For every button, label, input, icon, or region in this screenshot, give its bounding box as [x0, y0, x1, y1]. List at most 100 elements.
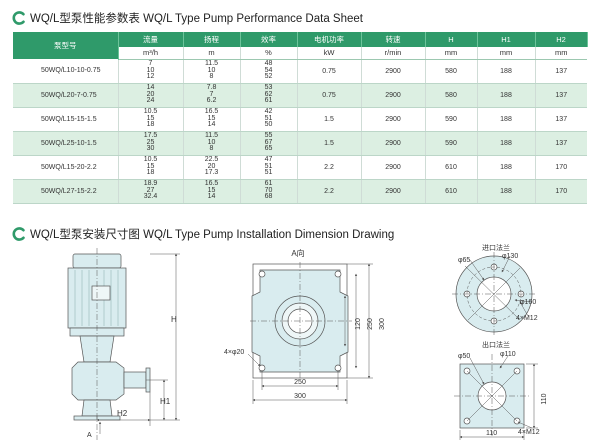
cell-h2: 137 [535, 131, 587, 156]
unit-h1: mm [477, 47, 536, 60]
table-header-row: 泵型号 流量 扬程 效率 电机功率 转速 H H1 H2 [13, 32, 588, 59]
cell-efficiency-value: 61 [264, 97, 273, 105]
cell-head-value: 14 [207, 121, 216, 129]
cell-flow-value: 15 [146, 114, 155, 122]
cell-h1: 188 [477, 59, 536, 84]
cell-efficiency-value: 55 [264, 132, 273, 140]
header-model: 泵型号 [13, 32, 119, 59]
cell-speed: 2900 [361, 83, 426, 108]
header-efficiency: 效率 [240, 32, 298, 47]
cell-flow-value: 10.5 [143, 156, 158, 164]
header-power: 电机功率 [297, 32, 362, 47]
unit-head: m [183, 47, 241, 60]
dim-250-horizontal: 250 [294, 379, 306, 386]
mount-holes-label: 4×φ20 [224, 349, 244, 356]
outlet-flange-title: 出口法兰 [482, 340, 510, 349]
cell-efficiency-value: 52 [264, 73, 273, 81]
cell-head-value: 11.5 [204, 132, 219, 140]
cell-model: 50WQ/L10-10-0.75 [13, 59, 119, 84]
cell-h: 580 [425, 83, 478, 108]
cell-power: 1.5 [297, 131, 362, 156]
cell-power: 2.2 [297, 179, 362, 204]
cell-power: 1.5 [297, 107, 362, 132]
cell-flow-value: 14 [146, 84, 155, 92]
cell-h1: 188 [477, 83, 536, 108]
cell-flow-value: 30 [146, 145, 155, 153]
outlet-square-vertical: 110 [541, 393, 548, 404]
motor-fins [74, 270, 119, 326]
unit-power: kW [297, 47, 362, 60]
cell-h: 610 [425, 155, 478, 180]
cell-h2: 137 [535, 83, 587, 108]
cell-flow-value: 7 [148, 60, 153, 68]
table-units-row: m³/h m % kW r/min mm mm mm [13, 47, 587, 60]
header-flow: 流量 [118, 32, 184, 47]
cell-head-value: 11.5 [204, 60, 219, 68]
cell-h2: 170 [535, 179, 587, 204]
plan-dimensions [247, 262, 373, 404]
cell-flow-value: 27 [146, 186, 155, 194]
inlet-d160: φ160 [520, 299, 536, 306]
cell-head-value: 7 [209, 90, 214, 98]
cell-h: 580 [425, 59, 478, 84]
cell-speed: 2900 [361, 107, 426, 132]
cell-head-value: 10 [207, 66, 216, 74]
cell-head-value: 10 [207, 138, 216, 146]
cell-h1: 188 [477, 107, 536, 132]
cell-head-value: 6.2 [206, 97, 217, 105]
cell-efficiency-value: 47 [264, 156, 273, 164]
pump-side-view [67, 253, 151, 421]
cell-efficiency-value: 51 [264, 114, 273, 122]
cell-flow-value: 12 [146, 73, 155, 81]
cell-h2: 170 [535, 155, 587, 180]
cell-model: 50WQ/L20-7-0.75 [13, 83, 119, 108]
cell-efficiency-value: 48 [264, 60, 273, 68]
mount-hole-icon [258, 270, 266, 278]
cell-efficiency-value: 65 [264, 145, 273, 153]
cell-h2: 137 [535, 59, 587, 84]
cell-power: 2.2 [297, 155, 362, 180]
cell-speed: 2900 [361, 131, 426, 156]
c-arc-icon [12, 11, 25, 25]
outlet-d50: φ50 [458, 353, 470, 360]
dim-300-horizontal: 300 [294, 393, 306, 400]
cell-efficiency-value: 51 [264, 169, 273, 177]
outlet-d110: φ110 [500, 351, 516, 358]
inlet-flange-title: 进口法兰 [482, 244, 510, 252]
cell-head-value: 14 [207, 193, 216, 201]
cell-flow-value: 32.4 [143, 193, 158, 201]
cell-head-value: 15 [207, 186, 216, 194]
mount-hole-icon [334, 270, 342, 278]
view-a-label: A [87, 432, 92, 439]
terminal-box [91, 285, 111, 301]
cell-speed: 2900 [361, 155, 426, 180]
inlet-bolts: 4×M12 [516, 315, 538, 322]
outlet-dimensions [454, 354, 538, 440]
cell-efficiency-value: 51 [264, 162, 273, 170]
cell-efficiency-value: 70 [264, 186, 273, 194]
cell-speed: 2900 [361, 179, 426, 204]
cell-head-value: 8 [209, 73, 214, 81]
plan-view-title: A向 [291, 248, 304, 258]
cell-model: 50WQ/L15-15-1.5 [13, 107, 119, 132]
side-dimensions [96, 248, 180, 440]
cell-flow-value: 17.5 [143, 132, 158, 140]
unit-speed: r/min [361, 47, 426, 60]
cell-head-value: 7.8 [206, 84, 217, 92]
section-title-text: WQ/L型泵安装尺寸图 WQ/L Type Pump Installation … [30, 229, 395, 241]
cell-head-value: 17.3 [204, 169, 219, 177]
unit-flow: m³/h [118, 47, 184, 60]
dim-h2-label: H2 [117, 409, 128, 418]
cell-head-value: 16.5 [204, 180, 219, 188]
cell-efficiency-value: 50 [264, 121, 273, 129]
cell-flow-value: 25 [146, 138, 155, 146]
